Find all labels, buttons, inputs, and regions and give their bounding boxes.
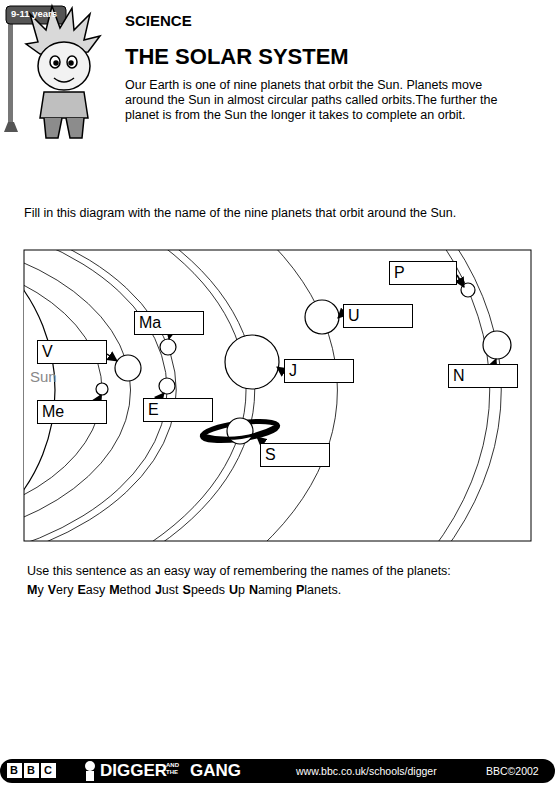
brand-name: GANG <box>190 761 241 781</box>
answer-box: Ma <box>134 311 204 335</box>
orbit-path <box>24 252 102 527</box>
mnemonic-word: Just <box>155 583 179 598</box>
planet <box>96 383 108 395</box>
orbit-path <box>24 250 490 541</box>
mnemonic-word: Up <box>229 583 245 598</box>
logo-letter: C <box>44 764 52 777</box>
intro-paragraph: Our Earth is one of nine planets that or… <box>125 78 510 123</box>
mnemonic-word: Naming <box>249 583 292 598</box>
answer-box: Me <box>37 400 107 424</box>
mnemonic-word: Method <box>109 583 151 598</box>
subject-heading: SCIENCE <box>125 12 192 30</box>
footer-bar <box>0 759 555 783</box>
logo-letter: B <box>10 764 18 777</box>
mnemonic-word: My <box>27 583 44 598</box>
leader-arrow <box>457 275 464 287</box>
page-title: THE SOLAR SYSTEM <box>125 44 349 70</box>
answer-box: U <box>343 304 413 328</box>
orbit-path <box>24 250 337 541</box>
orbit-path <box>24 250 255 541</box>
leader-arrow <box>277 367 284 372</box>
sun-label: Sun <box>30 368 57 386</box>
planet-initial: Me <box>38 401 106 423</box>
copyright: BBC©2002 <box>486 765 539 778</box>
planet <box>225 335 279 389</box>
orbit-path <box>24 250 131 541</box>
instruction: Fill in this diagram with the name of th… <box>24 206 456 221</box>
logo-box <box>24 763 39 778</box>
instruction: Use this sentence as an easy way of reme… <box>27 564 451 579</box>
mnemonic-word: Planets. <box>296 583 341 598</box>
brand-name: AND THE <box>166 762 188 776</box>
sign-pole <box>8 20 13 132</box>
brand-name: DIGGER <box>100 761 167 781</box>
mnemonic-word: Speeds <box>183 583 225 598</box>
logo-box <box>41 763 56 778</box>
planet-initial: P <box>390 262 456 284</box>
planet <box>483 331 511 359</box>
web-address: www.bbc.co.uk/schools/digger <box>296 765 437 778</box>
mnemonic-line: My VeryEasy Method Just Speeds Up Naming Planet… <box>27 583 345 598</box>
answer-box: J <box>284 359 354 383</box>
mnemonic-word: Very <box>48 583 74 598</box>
leader-arrow <box>107 354 117 361</box>
planet <box>115 355 141 381</box>
age-badge-text: 9-11 years <box>11 8 57 19</box>
mnemonic-word: Easy <box>77 583 105 598</box>
planet-initial: E <box>144 399 212 421</box>
answer-box: N <box>448 364 518 388</box>
answer-box: S <box>260 443 330 467</box>
cartoon-character <box>26 6 100 138</box>
orbit-group <box>24 250 511 541</box>
footer-character <box>85 761 95 781</box>
answer-box: E <box>143 398 213 422</box>
planet-initial: V <box>38 341 106 363</box>
sun <box>24 250 55 541</box>
logo-box <box>7 763 22 778</box>
orbit-path <box>24 250 501 541</box>
orbit-path <box>24 250 246 541</box>
planet-initial: S <box>261 444 329 466</box>
diagram-frame <box>24 250 531 541</box>
answer-box: V <box>37 340 107 364</box>
planet-initial: Ma <box>135 312 203 334</box>
planet <box>305 300 339 334</box>
orbit-path <box>24 250 176 541</box>
pole-base <box>4 122 18 132</box>
answer-box: P <box>389 261 457 285</box>
planet-initial: N <box>449 365 517 387</box>
planet <box>159 378 175 394</box>
logo-letter: B <box>27 764 35 777</box>
planet-initial: J <box>285 360 353 382</box>
orbit-path <box>24 250 167 541</box>
planet <box>160 339 176 355</box>
planet-initial: U <box>344 305 412 327</box>
